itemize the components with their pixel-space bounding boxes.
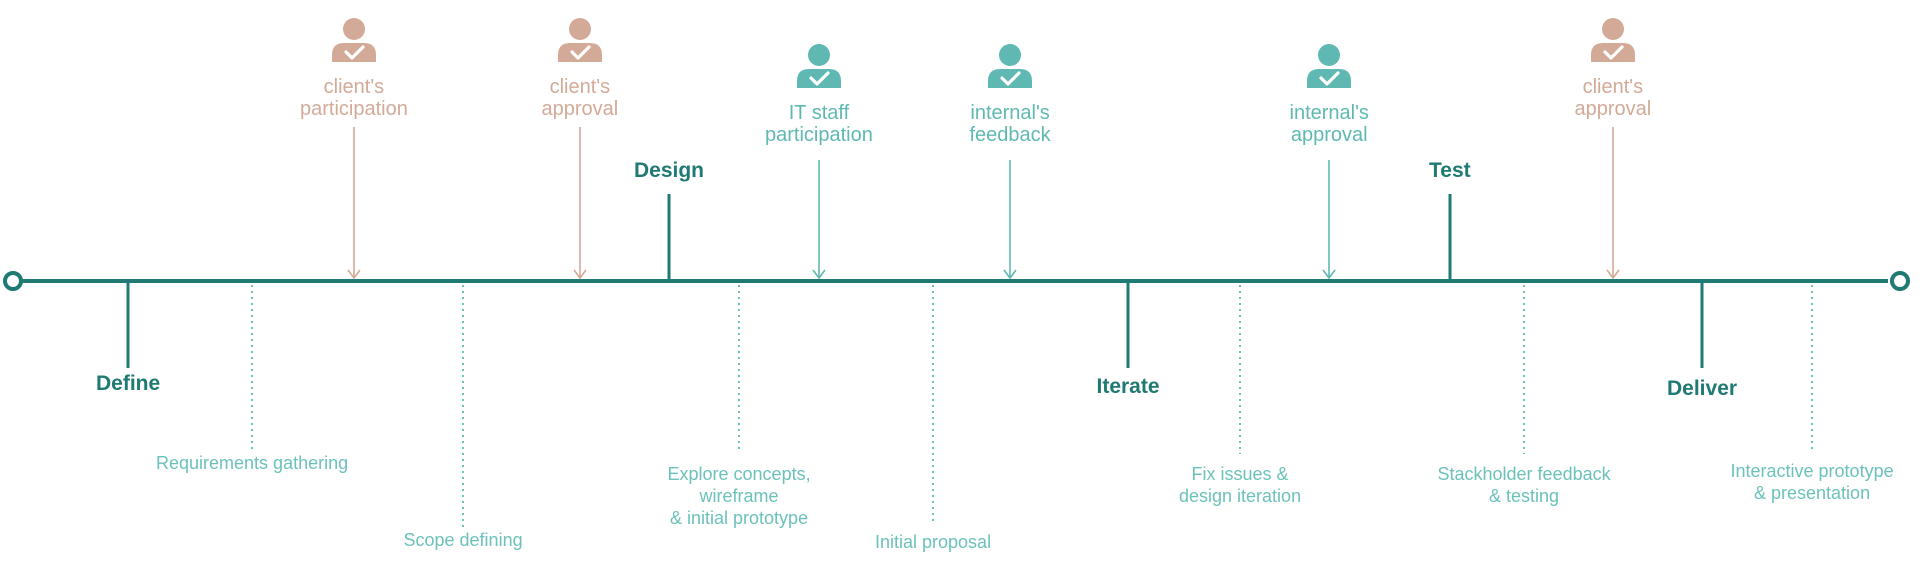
timeline-end-node (1890, 271, 1910, 291)
phase-label-iterate: Iterate (1096, 375, 1160, 398)
task-label-stakeholder: Stackholder feedback& testing (1437, 464, 1611, 506)
user-check-icon (797, 44, 841, 88)
user-check-icon (558, 18, 602, 62)
user-check-icon (988, 44, 1032, 88)
task-label-explore: Explore concepts,wireframe& initial prot… (667, 464, 811, 528)
timeline-start-node (3, 271, 23, 291)
phase-label-deliver: Deliver (1667, 377, 1738, 400)
arrowhead-icon (573, 269, 587, 280)
arrowhead-icon (1003, 269, 1017, 280)
task-label-scope: Scope defining (403, 530, 523, 550)
user-check-icon (332, 18, 376, 62)
arrowhead-icon (812, 269, 826, 280)
phase-label-test: Test (1429, 159, 1471, 182)
task-label-requirements: Requirements gathering (156, 453, 349, 473)
phase-label-design: Design (634, 159, 705, 182)
user-check-icon (1591, 18, 1635, 62)
task-label-proposal: Initial proposal (875, 532, 992, 552)
arrowhead-icon (1322, 269, 1336, 280)
task-label-interactive: Interactive prototype& presentation (1730, 461, 1894, 503)
user-check-icon (1307, 44, 1351, 88)
arrowhead-icon (1606, 269, 1620, 280)
task-label-fix: Fix issues &design iteration (1179, 464, 1302, 506)
phase-label-define: Define (96, 372, 161, 395)
arrowhead-icon (347, 269, 361, 280)
